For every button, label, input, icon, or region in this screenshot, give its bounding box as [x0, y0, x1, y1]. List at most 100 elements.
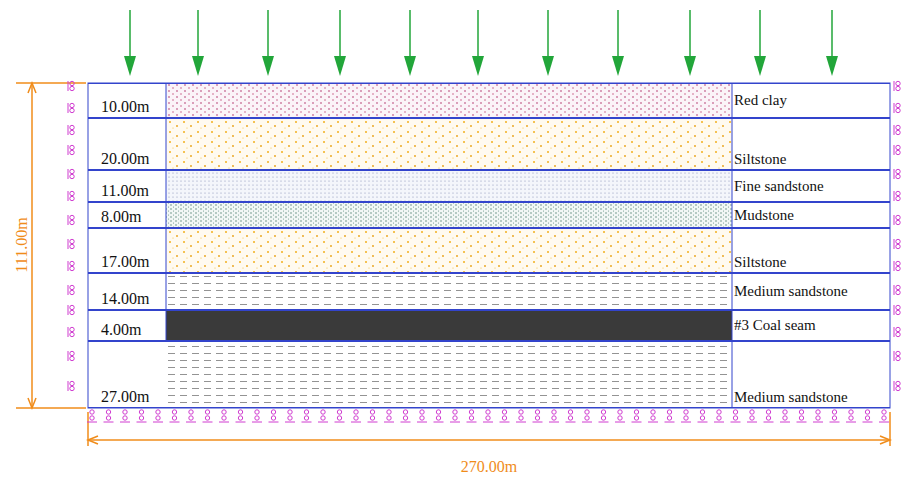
roller-base: [285, 422, 295, 423]
rock-layer: 14.00m Medium sandstone: [88, 273, 890, 310]
load-arrow-head: [542, 56, 554, 76]
load-arrow-head: [612, 56, 624, 76]
roller: [70, 386, 74, 390]
roller-base: [203, 422, 213, 423]
layer-name: Red clay: [734, 93, 787, 108]
roller-base: [236, 422, 246, 423]
siltstone-fill: [166, 228, 732, 273]
layer-thickness: 11.00m: [101, 183, 149, 199]
roller: [486, 416, 490, 420]
roller-base: [68, 145, 69, 155]
roller: [552, 410, 556, 414]
roller-base: [68, 261, 69, 271]
load-arrow-head: [472, 56, 484, 76]
roller: [156, 416, 160, 420]
roller: [502, 416, 506, 420]
siltstone-fill: [166, 118, 732, 170]
medium-sandstone-fill: [166, 341, 732, 408]
roller: [896, 386, 900, 390]
roller-base: [894, 103, 895, 113]
roller: [70, 356, 74, 360]
roller: [139, 410, 143, 414]
roller-base: [483, 422, 493, 423]
layer-name: Medium sandstone: [734, 284, 848, 299]
layer-name: Medium sandstone: [734, 390, 848, 405]
roller-base: [615, 422, 625, 423]
roller-base: [68, 351, 69, 361]
load-arrow: [267, 10, 269, 62]
roller: [387, 410, 391, 414]
roller: [849, 410, 853, 414]
roller-base: [731, 422, 741, 423]
dimension-label: 270.00m: [459, 459, 519, 475]
roller: [568, 416, 572, 420]
roller: [896, 191, 900, 195]
roller: [436, 410, 440, 414]
roller: [896, 290, 900, 294]
load-arrow: [477, 10, 479, 62]
roller: [70, 174, 74, 178]
roller: [486, 410, 490, 414]
load-arrow-head: [826, 56, 838, 76]
roller: [519, 416, 523, 420]
roller: [403, 410, 407, 414]
roller: [205, 410, 209, 414]
load-arrow-head: [124, 56, 136, 76]
roller-base: [681, 422, 691, 423]
roller: [896, 356, 900, 360]
roller-base: [68, 285, 69, 295]
roller: [519, 410, 523, 414]
roller: [453, 416, 457, 420]
roller: [70, 381, 74, 385]
roller: [354, 416, 358, 420]
red-clay-fill: [166, 83, 732, 118]
roller: [70, 305, 74, 309]
roller: [288, 410, 292, 414]
roller-base: [417, 422, 427, 423]
roller: [896, 244, 900, 248]
roller: [271, 410, 275, 414]
roller: [70, 108, 74, 112]
roller-base: [351, 422, 361, 423]
roller: [700, 410, 704, 414]
roller: [896, 81, 900, 85]
roller: [469, 416, 473, 420]
roller-base: [648, 422, 658, 423]
roller: [321, 410, 325, 414]
roller-base: [434, 422, 444, 423]
layer-name: Fine sandstone: [734, 179, 824, 194]
roller: [717, 410, 721, 414]
mudstone-fill: [166, 202, 732, 228]
roller: [896, 196, 900, 200]
roller: [238, 416, 242, 420]
roller: [651, 410, 655, 414]
roller: [618, 410, 622, 414]
roller: [896, 174, 900, 178]
roller-base: [68, 125, 69, 135]
roller: [70, 285, 74, 289]
load-arrow: [759, 10, 761, 62]
roller-base: [863, 422, 873, 423]
roller: [436, 416, 440, 420]
roller: [799, 416, 803, 420]
layer-name: Siltstone: [734, 152, 787, 167]
roller: [90, 416, 94, 420]
rock-layer: 17.00mSiltstone: [88, 228, 890, 273]
roller-base: [68, 305, 69, 315]
roller-base: [533, 422, 543, 423]
roller-base: [68, 381, 69, 391]
roller: [684, 410, 688, 414]
roller-base: [219, 422, 229, 423]
roller-base: [599, 422, 609, 423]
layer-thickness: 14.00m: [101, 291, 149, 307]
load-arrow-head: [684, 56, 696, 76]
roller: [896, 381, 900, 385]
roller: [70, 351, 74, 355]
rock-layer: 11.00m Fine sandstone: [88, 170, 890, 202]
roller-base: [894, 125, 895, 135]
roller-base: [153, 422, 163, 423]
roller: [882, 410, 886, 414]
roller-base: [894, 305, 895, 315]
roller: [70, 130, 74, 134]
roller: [106, 416, 110, 420]
